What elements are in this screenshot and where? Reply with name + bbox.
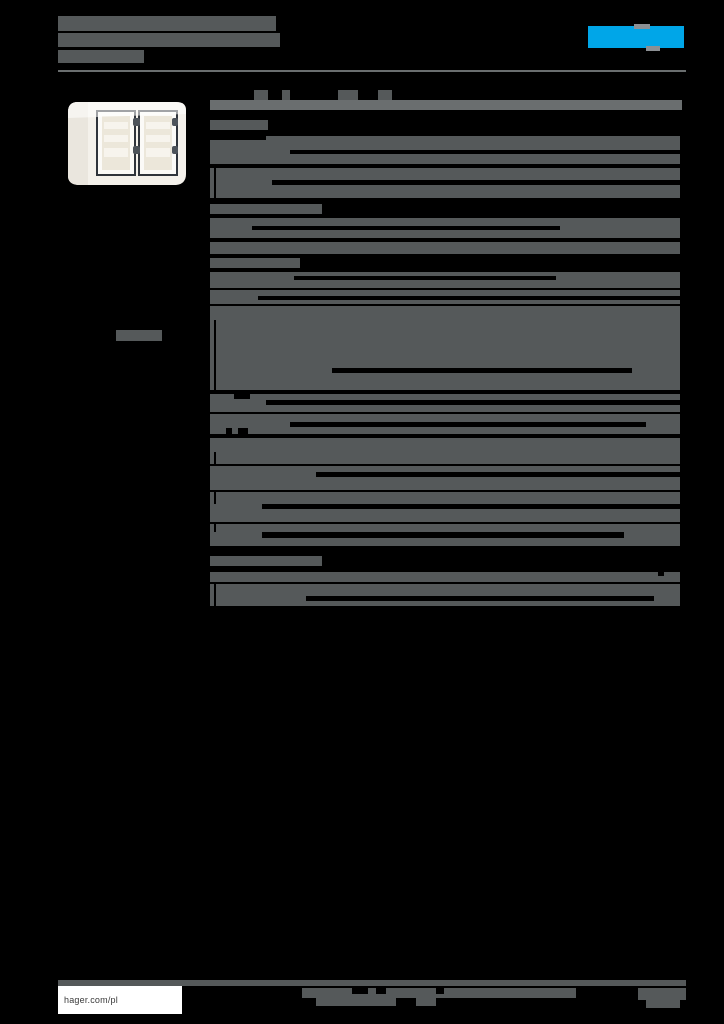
table-row xyxy=(210,584,680,606)
title-line-1-suffix xyxy=(248,16,276,28)
section-1-heading xyxy=(210,120,268,130)
hager-logo-mark-top xyxy=(634,24,650,29)
table-row xyxy=(210,242,680,254)
left-column xyxy=(58,88,198,341)
spec-section-1 xyxy=(210,120,686,198)
table-row xyxy=(210,572,680,582)
spec-section-2 xyxy=(210,204,686,254)
document-title xyxy=(58,16,280,63)
section-divider xyxy=(210,258,686,259)
hager-logo-wordmark xyxy=(588,26,684,48)
footer-url-text: hager.com/pl xyxy=(64,995,118,1005)
footer-divider xyxy=(58,980,686,986)
section-divider xyxy=(210,628,686,629)
table-row xyxy=(210,466,680,490)
header-divider xyxy=(58,70,686,72)
spec-section-3 xyxy=(210,258,686,546)
product-image xyxy=(58,88,198,200)
main-column xyxy=(210,88,686,629)
hager-logo[interactable] xyxy=(588,24,686,51)
footer-page-number xyxy=(638,988,686,1008)
footer-center-text xyxy=(276,988,576,1010)
footer-url[interactable]: hager.com/pl xyxy=(58,986,182,1014)
page-header xyxy=(58,16,686,72)
section-4-heading xyxy=(210,556,322,566)
page-footer: hager.com/pl xyxy=(58,980,686,1016)
table-row xyxy=(210,306,680,390)
spec-section-4 xyxy=(210,556,686,608)
title-line-3 xyxy=(58,50,144,63)
hager-logo-mark-bottom xyxy=(646,46,660,51)
title-line-2-suffix xyxy=(208,34,270,43)
sheet-title xyxy=(210,88,686,110)
section-2-heading xyxy=(210,204,322,214)
table-row xyxy=(210,438,680,464)
product-image-svg xyxy=(68,102,186,185)
title-line-1 xyxy=(58,16,276,31)
sheet-title-bar xyxy=(210,100,682,110)
product-reference xyxy=(116,330,162,341)
section-3-heading xyxy=(210,258,300,268)
table-row xyxy=(210,272,680,288)
